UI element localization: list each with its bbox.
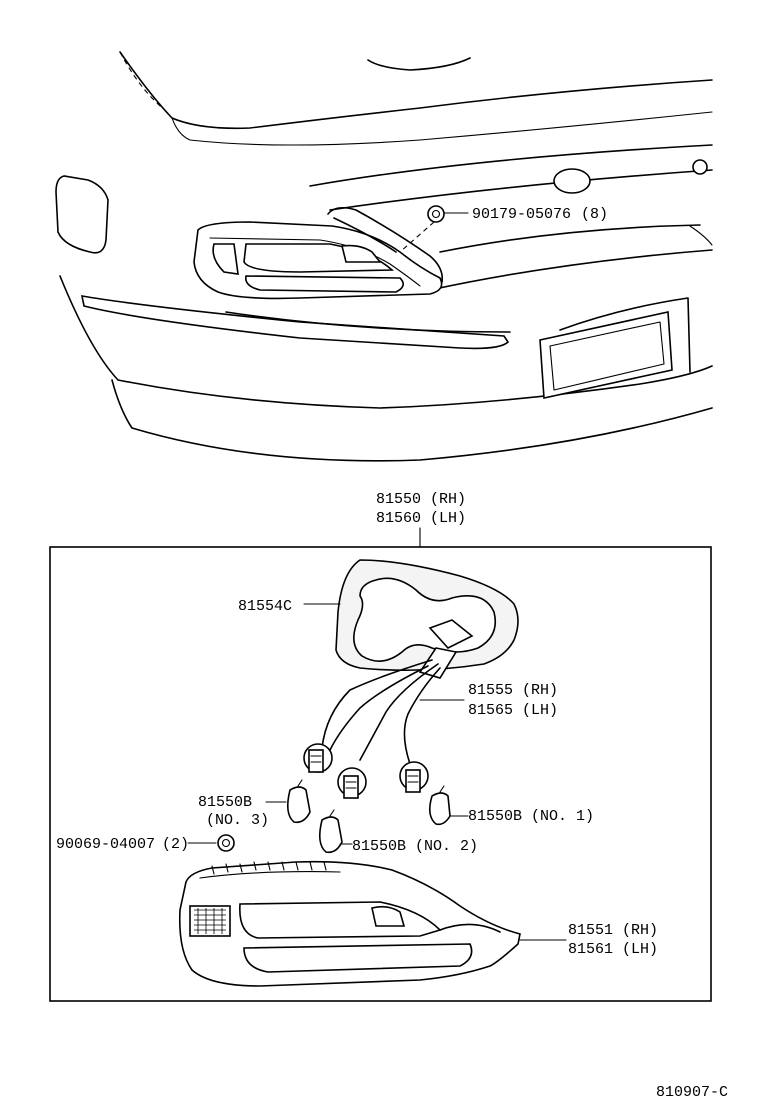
socket-wire-lh-label: 81565 (LH) [468,702,558,719]
lens-rh-label: 81551 (RH) [568,922,658,939]
lens-lh-label: 81561 (LH) [568,941,658,958]
nut-quantity: (2) [162,836,189,853]
bulb-no1 [428,785,451,826]
bulb-no2 [318,809,343,854]
gasket-illustration [303,559,519,672]
bulb-no3-part-label: 81550B [198,794,252,811]
nut-part-number: 90069-04007 [56,836,155,853]
assembly-frame [49,546,712,1002]
screw-part-number: 90179-05076 [472,206,571,223]
bulb-no3-note-label: (NO. 3) [206,812,269,829]
assembly-lh-label: 81560 (LH) [376,510,466,527]
socket-3 [399,761,429,793]
socket-wire-illustration [303,619,474,799]
socket-wire-rh-label: 81555 (RH) [468,682,558,699]
socket-2 [337,767,367,799]
bulb-no3 [286,779,311,824]
callout-screw-top: 90179-05076 (8) [472,206,608,223]
lens-illustration [178,860,567,987]
socket-1 [303,743,333,773]
assembly-rh-label: 81550 (RH) [376,491,466,508]
bulb-no2-label: 81550B (NO. 2) [352,838,478,855]
nut-illustration [187,834,235,852]
vehicle-rear-illustration [55,51,713,462]
screw-quantity: (8) [581,206,608,223]
gasket-label: 81554C [238,598,292,615]
bulb-no1-label: 81550B (NO. 1) [468,808,594,825]
diagram-code: 810907-C [656,1084,728,1101]
